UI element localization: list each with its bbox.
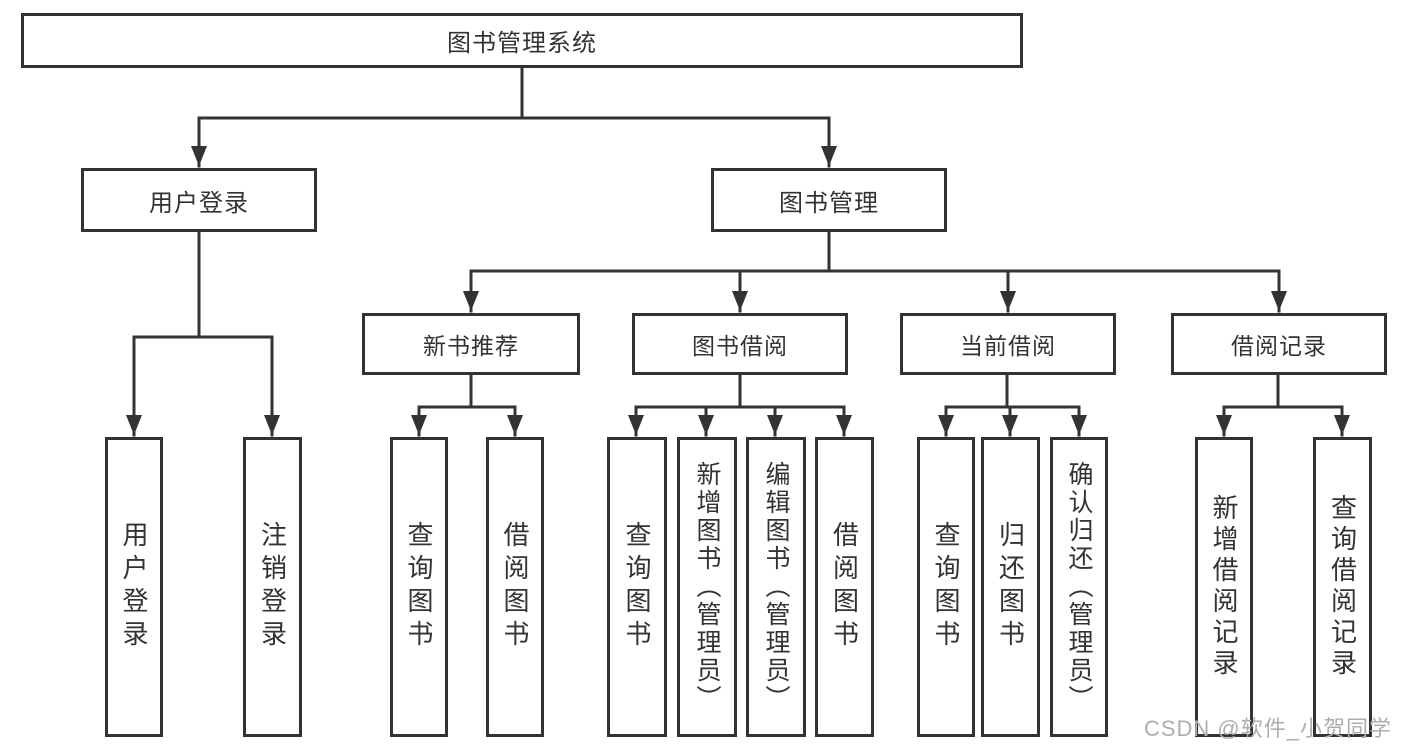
node-book-borrow: 图书借阅: [632, 313, 848, 375]
leaf-user-login: 用户登录: [105, 437, 163, 737]
leaf-confirm-return-admin: 确认归还（管理员）: [1050, 437, 1108, 737]
leaf-query-borrow-record: 查询借阅记录: [1313, 437, 1372, 737]
leaf-return-book: 归还图书: [981, 437, 1040, 737]
leaf-logout: 注销登录: [243, 437, 302, 737]
leaf-borrow-book-recommend: 借阅图书: [486, 437, 544, 737]
csdn-watermark: CSDN @软件_小贺同学: [1143, 716, 1392, 741]
leaf-query-book-borrow: 查询图书: [607, 437, 667, 737]
leaf-add-book-admin: 新增图书（管理员）: [677, 437, 737, 737]
node-root-system: 图书管理系统: [21, 13, 1023, 68]
node-new-book-recommend: 新书推荐: [362, 313, 580, 375]
diagram-edge-trunks: [132, 66, 1344, 409]
leaf-query-book-current: 查询图书: [917, 437, 975, 737]
node-user-login: 用户登录: [81, 168, 317, 232]
leaf-borrow-book: 借阅图书: [815, 437, 874, 737]
leaf-edit-book-admin: 编辑图书（管理员）: [746, 437, 806, 737]
node-borrow-record: 借阅记录: [1171, 313, 1387, 375]
node-current-borrow: 当前借阅: [900, 313, 1116, 375]
node-book-management: 图书管理: [711, 168, 947, 232]
leaf-query-book-recommend: 查询图书: [390, 437, 448, 737]
leaf-add-borrow-record: 新增借阅记录: [1195, 437, 1253, 737]
